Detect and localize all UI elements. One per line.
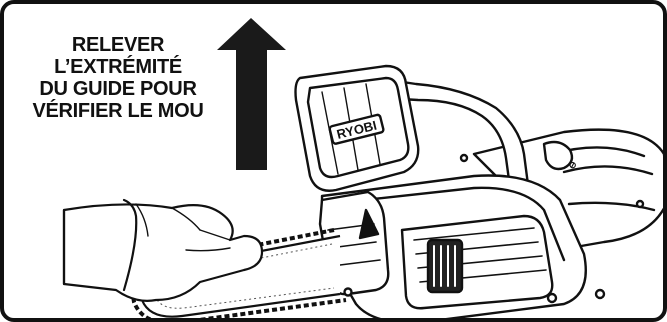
diagram-canvas: RYOBI ⊘ [4,4,667,322]
up-arrow-icon [217,18,286,170]
chainsaw-illustration: RYOBI ⊘ [296,66,667,322]
